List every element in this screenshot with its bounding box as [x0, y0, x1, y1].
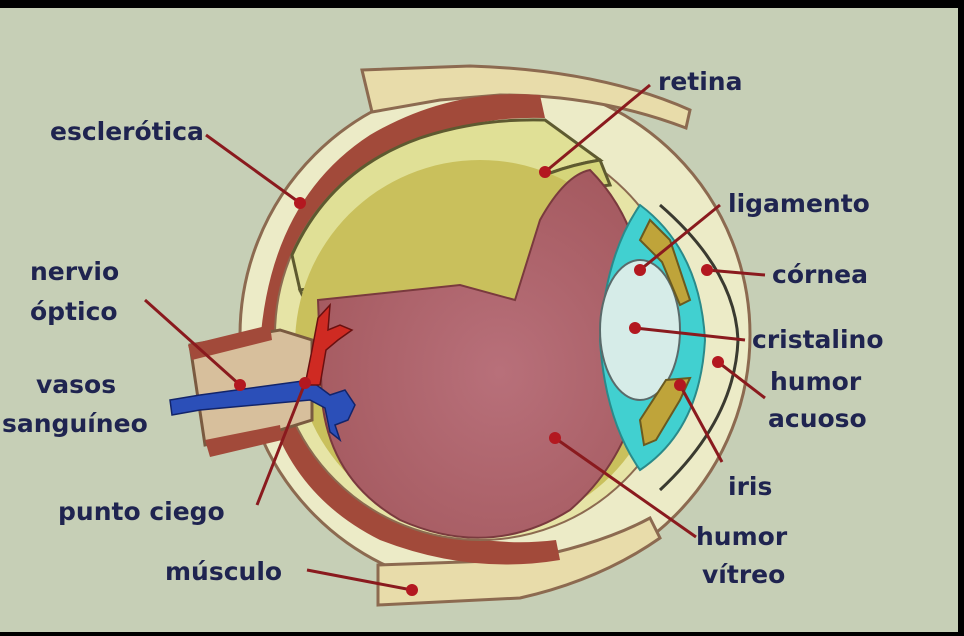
- leader-lines: [143, 83, 766, 592]
- leader-esclerotica: [205, 133, 301, 205]
- iris-upper: [638, 218, 692, 307]
- leader-punto-ciego: [255, 382, 307, 506]
- dot-ligamento: [634, 264, 646, 276]
- leader-musculo: [306, 568, 413, 592]
- label-sanguineo: sanguíneo: [2, 409, 148, 438]
- leader-ligamento: [639, 203, 721, 272]
- dot-retina: [539, 166, 551, 178]
- label-ligamento: ligamento: [728, 189, 870, 218]
- leader-retina: [544, 83, 651, 174]
- dot-nervio: [234, 379, 246, 391]
- leader-cornea: [706, 268, 766, 277]
- leader-cristalino: [634, 326, 746, 342]
- dot-iris: [674, 379, 686, 391]
- leader-iris: [678, 384, 724, 463]
- label-nervio: nervio: [30, 257, 119, 286]
- leader-dots: [234, 166, 724, 596]
- label-humor-acuoso-1: humor: [770, 367, 862, 396]
- dot-musculo: [406, 584, 418, 596]
- label-iris: iris: [728, 472, 772, 501]
- label-humor-vitreo-2: vítreo: [702, 560, 785, 589]
- label-musculo: músculo: [165, 557, 282, 586]
- label-optico: óptico: [30, 297, 118, 326]
- dot-cristalino: [629, 322, 641, 334]
- leader-nervio: [143, 298, 242, 387]
- dot-humor-vitreo: [549, 432, 561, 444]
- optic-nerve-sheath-top: [188, 325, 272, 360]
- label-cristalino: cristalino: [752, 325, 884, 354]
- label-punto-ciego: punto ciego: [58, 497, 225, 526]
- label-retina: retina: [658, 67, 742, 96]
- dot-esclerotica: [294, 197, 306, 209]
- label-humor-vitreo-1: humor: [696, 522, 788, 551]
- label-vasos: vasos: [36, 370, 116, 399]
- label-cornea: córnea: [772, 260, 868, 289]
- dot-punto-ciego: [299, 377, 311, 389]
- leader-humor-acuoso: [717, 360, 766, 400]
- dot-humor-acuoso: [712, 356, 724, 368]
- label-esclerotica: esclerótica: [50, 117, 204, 146]
- dot-cornea: [701, 264, 713, 276]
- leader-humor-vitreo: [554, 436, 697, 539]
- label-humor-acuoso-2: acuoso: [768, 404, 867, 433]
- artery: [304, 302, 354, 386]
- optic-nerve-sheath-bottom: [205, 425, 282, 457]
- iris-lower: [638, 376, 692, 447]
